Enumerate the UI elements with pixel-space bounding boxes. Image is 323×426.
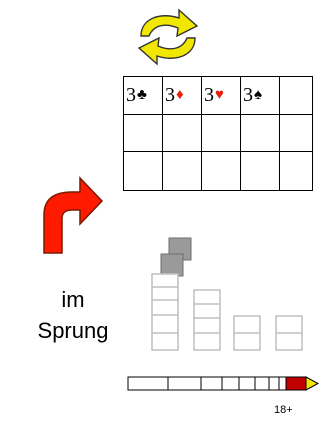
caption-line-2: Sprung bbox=[18, 318, 128, 344]
card-stack bbox=[234, 316, 260, 350]
empty-cell bbox=[280, 152, 312, 190]
card-rank: 3 bbox=[126, 85, 136, 105]
card-rank: 3 bbox=[204, 85, 214, 105]
empty-cell bbox=[163, 115, 202, 153]
empty-cell bbox=[163, 152, 202, 190]
empty-cell bbox=[241, 115, 280, 153]
card-grid: 3♣ 3♦ 3♥ 3♠ bbox=[123, 76, 313, 191]
card-stack bbox=[152, 274, 178, 350]
empty-cell bbox=[124, 115, 163, 153]
floating-card bbox=[161, 254, 183, 276]
card-cell: 3♠ bbox=[241, 77, 280, 115]
club-suit-icon: ♣ bbox=[137, 88, 147, 103]
empty-cell bbox=[202, 115, 241, 153]
caption-line-1: im bbox=[18, 287, 128, 313]
card-stack bbox=[194, 290, 220, 350]
card-rank: 3 bbox=[243, 85, 253, 105]
heart-suit-icon: ♥ bbox=[215, 88, 224, 103]
bar-tip-icon bbox=[306, 377, 318, 390]
card-cell: 3♦ bbox=[163, 77, 202, 115]
card-stacks-diagram bbox=[148, 234, 308, 354]
card-cell: 3♥ bbox=[202, 77, 241, 115]
empty-cell bbox=[124, 152, 163, 190]
empty-cell bbox=[280, 115, 312, 153]
card-rank: 3 bbox=[165, 85, 175, 105]
empty-cell bbox=[241, 152, 280, 190]
points-bar bbox=[126, 373, 323, 395]
empty-cell bbox=[280, 77, 312, 115]
card-cell: 3♣ bbox=[124, 77, 163, 115]
bar-fill bbox=[286, 377, 306, 390]
empty-cell bbox=[202, 152, 241, 190]
spade-suit-icon: ♠ bbox=[254, 88, 262, 103]
card-stack bbox=[276, 316, 302, 350]
turn-arrow-icon bbox=[38, 175, 106, 255]
cycle-arrows-icon bbox=[131, 6, 205, 68]
diamond-suit-icon: ♦ bbox=[176, 88, 184, 103]
bar-label: 18+ bbox=[274, 404, 293, 416]
